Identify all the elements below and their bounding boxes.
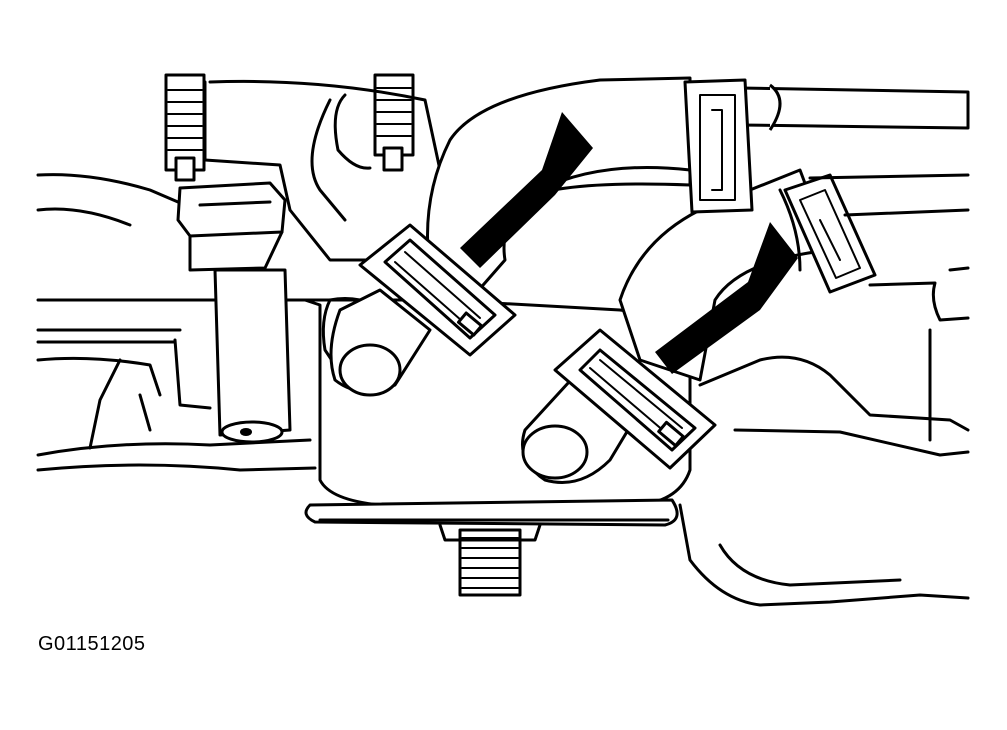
support-post: [213, 268, 292, 444]
left-hose-clamp: [358, 223, 517, 357]
left-hose-outlet: [329, 288, 432, 397]
figure-id-label: G01151205: [38, 633, 146, 655]
callout-arrow-right: [655, 222, 798, 374]
right-stud: [373, 73, 415, 172]
callout-arrow-left: [460, 112, 593, 268]
side-clamp: [783, 173, 877, 294]
left-stud: [164, 73, 206, 182]
right-hose-clamp: [553, 328, 717, 470]
hex-nut: [176, 181, 287, 272]
upper-housing: [203, 79, 442, 262]
upper-pipe: [738, 83, 970, 131]
right-manifold: [678, 173, 970, 607]
arrow-icon: [655, 222, 798, 374]
arrow-icon: [460, 112, 593, 268]
threaded-stud: [438, 523, 542, 597]
upper-pipe-clamp: [683, 78, 754, 214]
